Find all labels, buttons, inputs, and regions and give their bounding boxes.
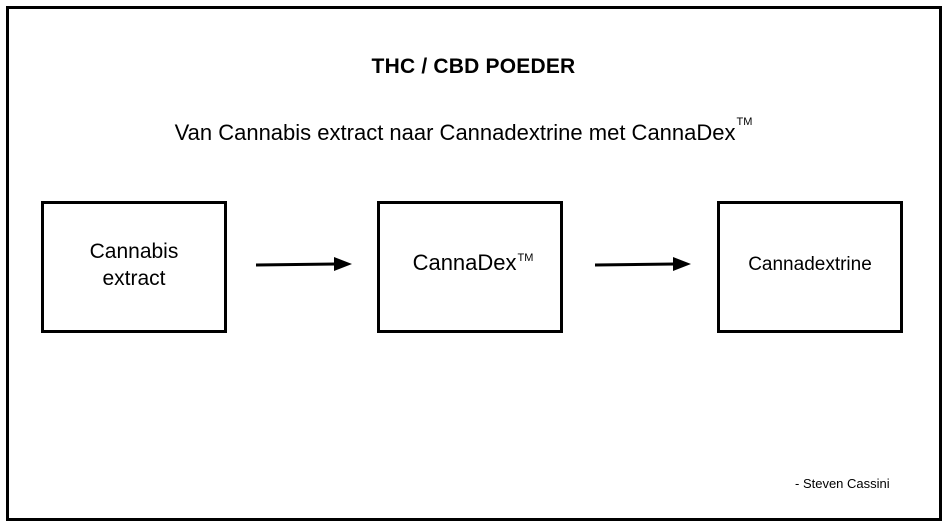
subtitle-text: Van Cannabis extract naar Cannadextrine …: [174, 120, 736, 145]
subtitle-trademark: TM: [736, 116, 753, 128]
arrow-right-icon: [594, 257, 691, 271]
page-title: THC / CBD POEDER: [371, 55, 576, 78]
step-box-cannadex: CannaDexTM: [377, 201, 563, 333]
step-trademark-cannadex: TM: [517, 251, 534, 264]
arrow-right-icon: [255, 257, 352, 271]
author-signature: - Steven Cassini: [795, 476, 890, 491]
step-box-cannadextrine: Cannadextrine: [717, 201, 903, 333]
page-subtitle: Van Cannabis extract naar Cannadextrine …: [0, 116, 927, 146]
step-box-cannabis-extract: Cannabis extract: [41, 201, 227, 333]
step-label-cannabis-extract: Cannabis extract: [89, 239, 179, 290]
step-label-cannadex-wrapper: CannaDexTM: [413, 249, 534, 276]
step-label-cannadex: CannaDex: [412, 249, 517, 275]
step-label-cannadextrine: Cannadextrine: [748, 254, 872, 275]
